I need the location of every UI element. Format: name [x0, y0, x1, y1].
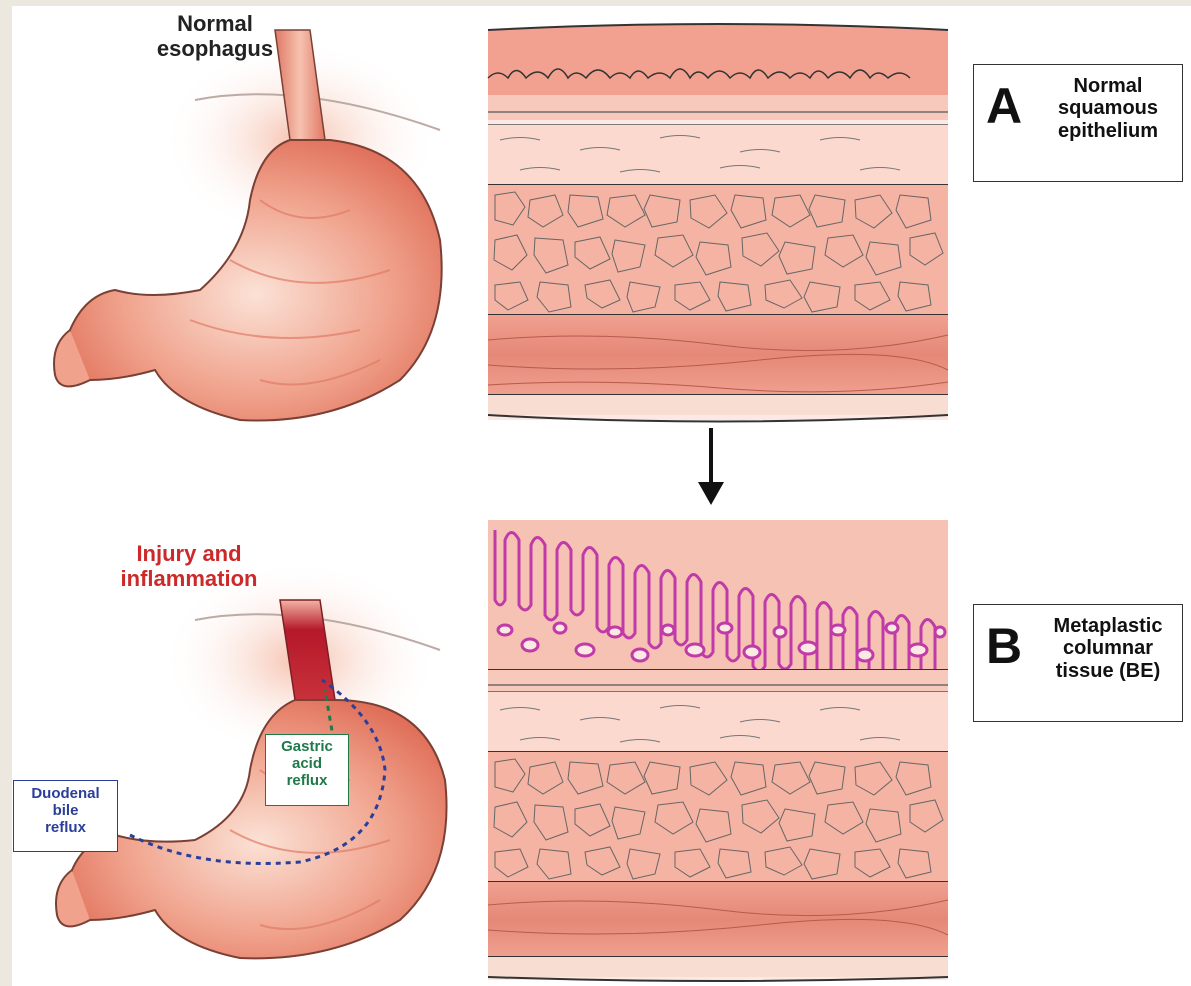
- progression-arrow: [698, 428, 724, 505]
- panel-b-box: B Metaplastic columnar tissue (BE): [973, 604, 1183, 722]
- panel-a-box: A Normal squamous epithelium: [973, 64, 1183, 182]
- duodenal-bile-box: Duodenal bile reflux: [13, 780, 118, 852]
- panel-b-caption: Metaplastic columnar tissue (BE): [1036, 615, 1180, 682]
- injury-label: Injury and inflammation: [94, 542, 284, 591]
- panel-a-caption: Normal squamous epithelium: [1036, 75, 1180, 142]
- stomach-body: [69, 140, 442, 421]
- normal-stomach-illustration: [54, 30, 442, 421]
- tissue-panel-metaplastic: [488, 520, 948, 981]
- panel-a-letter: A: [986, 81, 1022, 131]
- inflamed-stomach-illustration: [56, 560, 447, 958]
- tissue-panel-normal: [488, 24, 948, 422]
- normal-esophagus-label: Normal esophagus: [145, 12, 285, 61]
- gastric-acid-box: Gastric acid reflux: [265, 734, 349, 806]
- figure: Normal esophagus Injury and inflammation…: [12, 6, 1191, 986]
- injury-line-2: inflammation: [94, 567, 284, 592]
- injury-line-1: Injury and: [94, 542, 284, 567]
- panel-b-letter: B: [986, 621, 1022, 671]
